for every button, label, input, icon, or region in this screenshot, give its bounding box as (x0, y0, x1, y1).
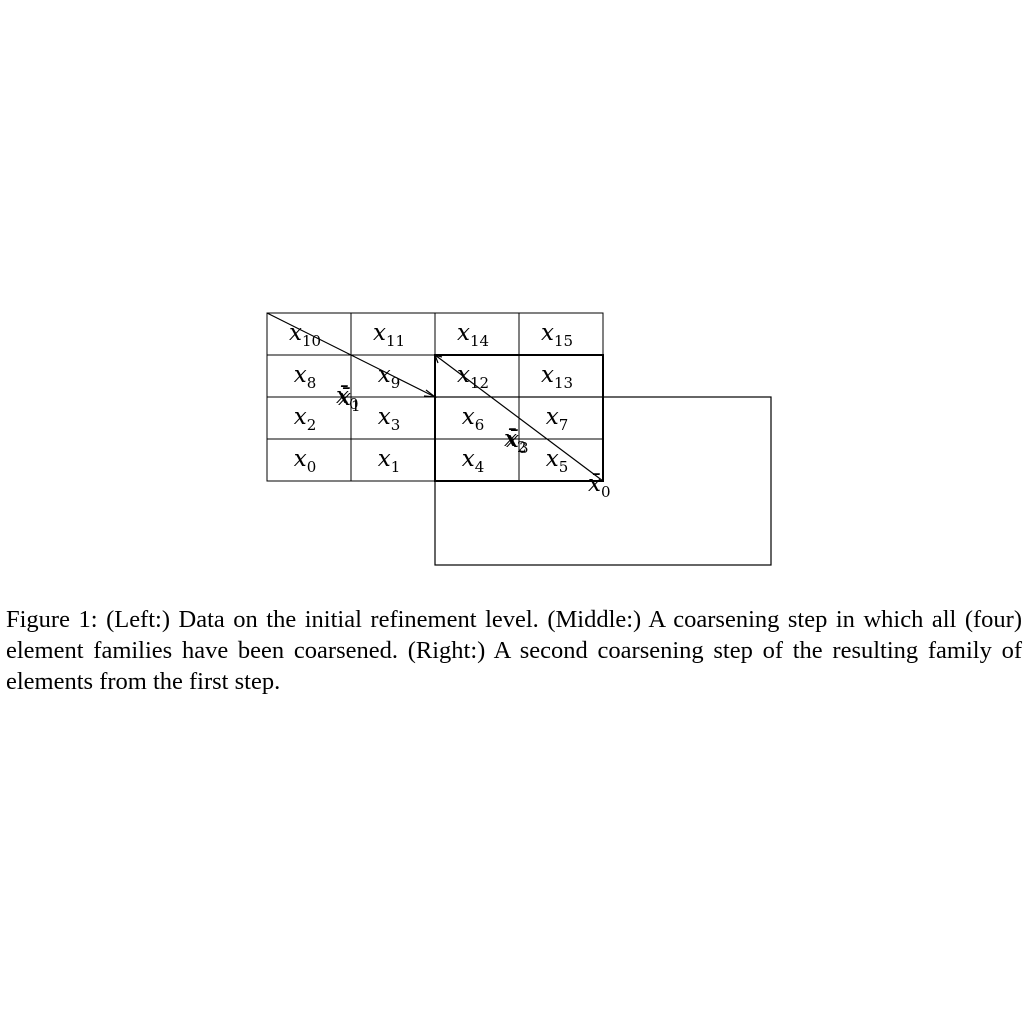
coarse-labels: x̄0x̄1x̄2x̄3x̄0 (336, 383, 611, 501)
coarse-label: x̄1 (338, 385, 361, 415)
cell-label: x14 (457, 320, 489, 350)
cell-label: x13 (541, 362, 573, 392)
cell-label: x9 (378, 362, 401, 392)
cell-label: x3 (378, 404, 401, 434)
coarse-label: x̄3 (506, 427, 529, 457)
coarse-label: x̄0 (336, 383, 359, 413)
cell-label: x0 (294, 446, 317, 476)
cell-label: x5 (546, 446, 569, 476)
arrow-first-coarsening (266, 312, 436, 398)
coarse-element-right (434, 396, 772, 566)
cell-label: x11 (373, 320, 405, 350)
arrowhead-second (434, 354, 443, 364)
figure-caption: Figure 1: (Left:) Data on the initial re… (6, 606, 1022, 695)
cell-label: x6 (462, 404, 485, 434)
coarse-label: x̄0 (588, 471, 611, 501)
coarse-label: x̄2 (504, 426, 527, 456)
arrowhead-first (423, 389, 437, 398)
arrow-second-coarsening (434, 354, 604, 482)
arrows (266, 312, 604, 482)
cell-label: x10 (289, 320, 321, 350)
cell-label: x12 (457, 362, 489, 392)
cell-labels: x10 x11 x14 x15 x8 x9 x12 x13 x2 x3 x6 x7 x0 x1 x4 x5 (289, 320, 573, 476)
cell-label: x2 (294, 404, 317, 434)
cell-label: x15 (541, 320, 573, 350)
cell-label: x4 (462, 446, 485, 476)
cell-label: x8 (294, 362, 317, 392)
cell-label: x7 (546, 404, 569, 434)
cell-label: x1 (378, 446, 401, 476)
